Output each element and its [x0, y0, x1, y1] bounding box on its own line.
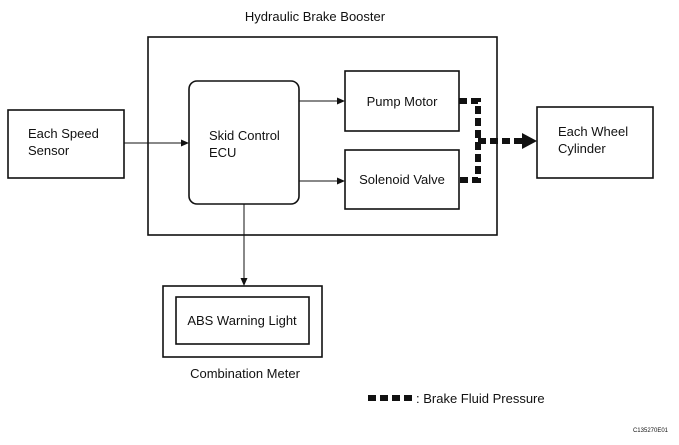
wheel-cylinder-label-line1: Each Wheel — [558, 124, 628, 139]
combination-meter-label: Combination Meter — [190, 366, 300, 381]
abs-warning-light-label: ABS Warning Light — [187, 313, 297, 328]
solenoid-valve-label: Solenoid Valve — [359, 172, 445, 187]
arrow-speed-sensor-to-ecu — [124, 139, 189, 147]
legend: : Brake Fluid Pressure — [368, 391, 545, 406]
speed-sensor-label-line2: Sensor — [28, 143, 70, 158]
solenoid-valve-box — [344, 149, 460, 210]
brake-fluid-pressure-line — [459, 98, 537, 183]
wheel-cylinder-box — [536, 106, 654, 179]
group-title: Hydraulic Brake Booster — [245, 9, 386, 24]
arrow-ecu-to-solenoid-valve — [299, 177, 345, 185]
arrow-ecu-to-pump-motor — [299, 97, 345, 105]
abs-warning-light-box — [175, 296, 310, 345]
ecu-label-line1: Skid Control — [209, 128, 280, 143]
wheel-cylinder-label-line2: Cylinder — [558, 141, 606, 156]
legend-label: : Brake Fluid Pressure — [416, 391, 545, 406]
arrow-ecu-to-combination-meter — [240, 204, 248, 286]
speed-sensor-box — [7, 109, 125, 179]
ecu-label-line2: ECU — [209, 145, 236, 160]
pump-motor-box — [344, 70, 460, 132]
speed-sensor-label-line1: Each Speed — [28, 126, 99, 141]
figure-code: C135270E01 — [633, 428, 669, 434]
pump-motor-label: Pump Motor — [367, 94, 438, 109]
